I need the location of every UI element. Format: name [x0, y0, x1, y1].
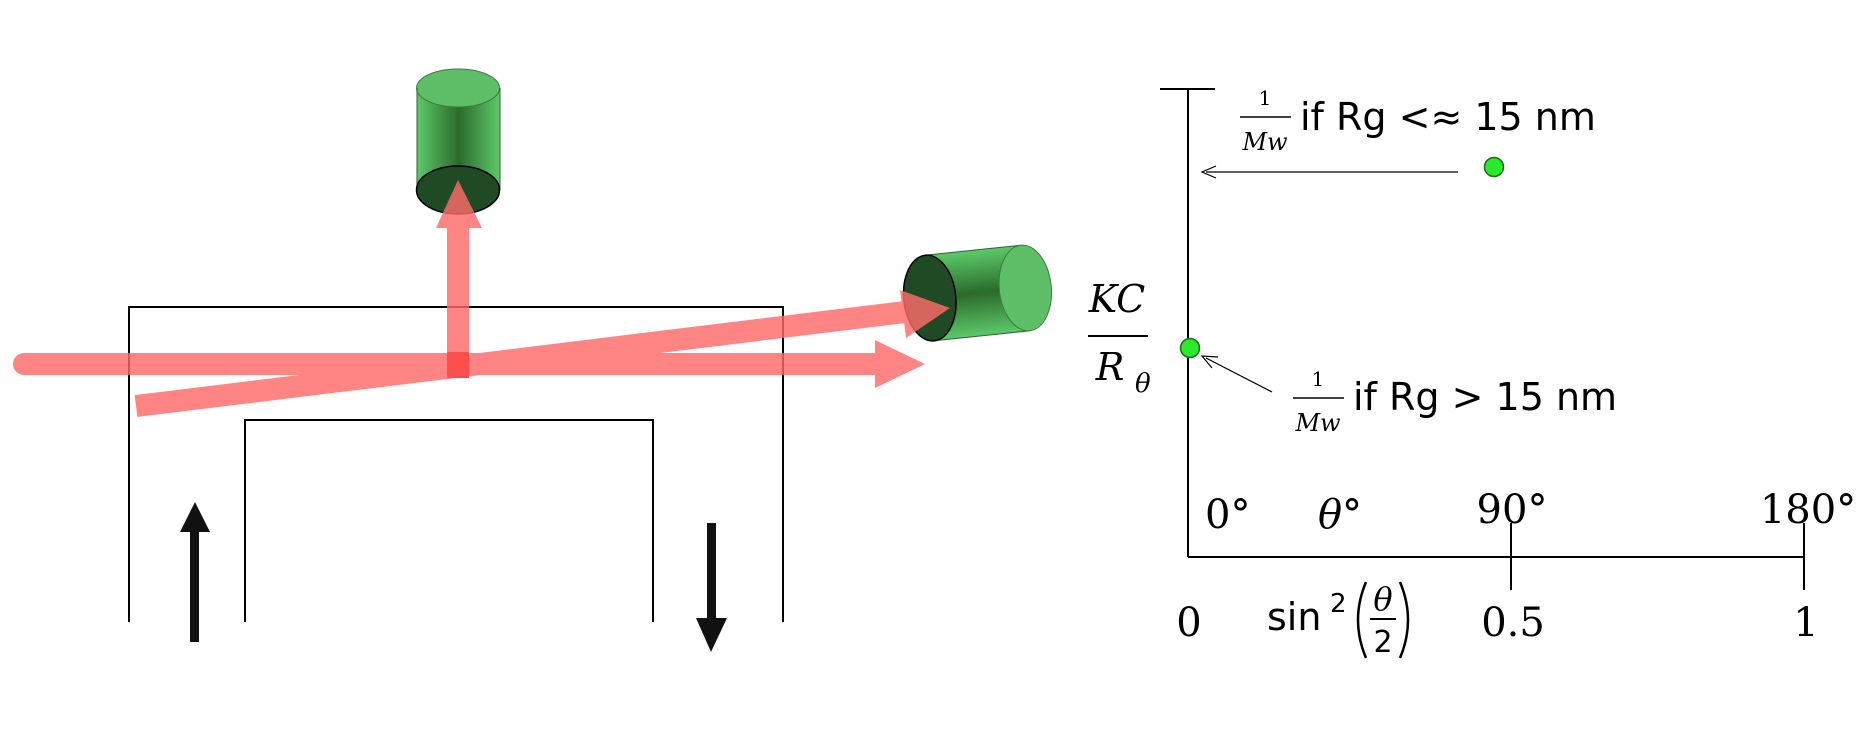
flow-in-arrow: [180, 502, 210, 642]
annotation-top: 1 Mw if Rg <≈ 15 nm: [1240, 86, 1596, 156]
annotation-arrow-top: [1200, 165, 1458, 179]
flow-out-arrow: [696, 523, 727, 652]
x-tick-label-05: 0.5: [1481, 600, 1545, 646]
annotation-bottom: 1 Mw if Rg > 15 nm: [1293, 367, 1617, 437]
angle-90-label: 90°: [1477, 487, 1548, 533]
y-label-denominator-sub: θ: [1135, 369, 1151, 399]
data-point-intercept: [1179, 337, 1201, 359]
angle-180-label: 180°: [1760, 487, 1856, 533]
y-label-numerator: KC: [1088, 277, 1145, 321]
x-fn-label: sin: [1267, 595, 1321, 639]
data-point-high: [1483, 156, 1505, 178]
angle-theta-label: θ°: [1318, 492, 1362, 538]
annotation-bottom-frac-num: 1: [1312, 367, 1325, 391]
x-frac-denominator: 2: [1373, 625, 1392, 660]
annotation-bottom-text: if Rg > 15 nm: [1353, 375, 1617, 419]
x-tick-label-0: 0: [1176, 600, 1201, 646]
angle-0-label: 0°: [1205, 492, 1250, 538]
detector-side: [902, 244, 1053, 342]
x-frac-numerator: θ: [1373, 580, 1392, 618]
laser-beams: [13, 180, 950, 417]
x-fn-close-paren: [1398, 581, 1410, 659]
annotation-top-frac-num: 1: [1259, 86, 1272, 110]
graph: KC R θ 0° θ° 90° 180° 0 0.5 1 sin 2 θ 2: [1088, 86, 1856, 660]
x-tick-label-1: 1: [1793, 600, 1818, 646]
annotation-arrow-bottom: [1200, 355, 1273, 393]
y-label-denominator: R: [1095, 345, 1125, 389]
x-fn-open-paren: [1356, 581, 1368, 659]
annotation-top-text: if Rg <≈ 15 nm: [1300, 95, 1596, 139]
flow-cell-inner: [244, 419, 654, 622]
annotation-top-frac-den: Mw: [1241, 128, 1288, 156]
x-fn-exponent: 2: [1330, 589, 1347, 619]
annotation-bottom-frac-den: Mw: [1294, 409, 1341, 437]
x-axis-formula: sin 2 θ 2: [1267, 580, 1410, 660]
scattering-center: [447, 352, 469, 378]
